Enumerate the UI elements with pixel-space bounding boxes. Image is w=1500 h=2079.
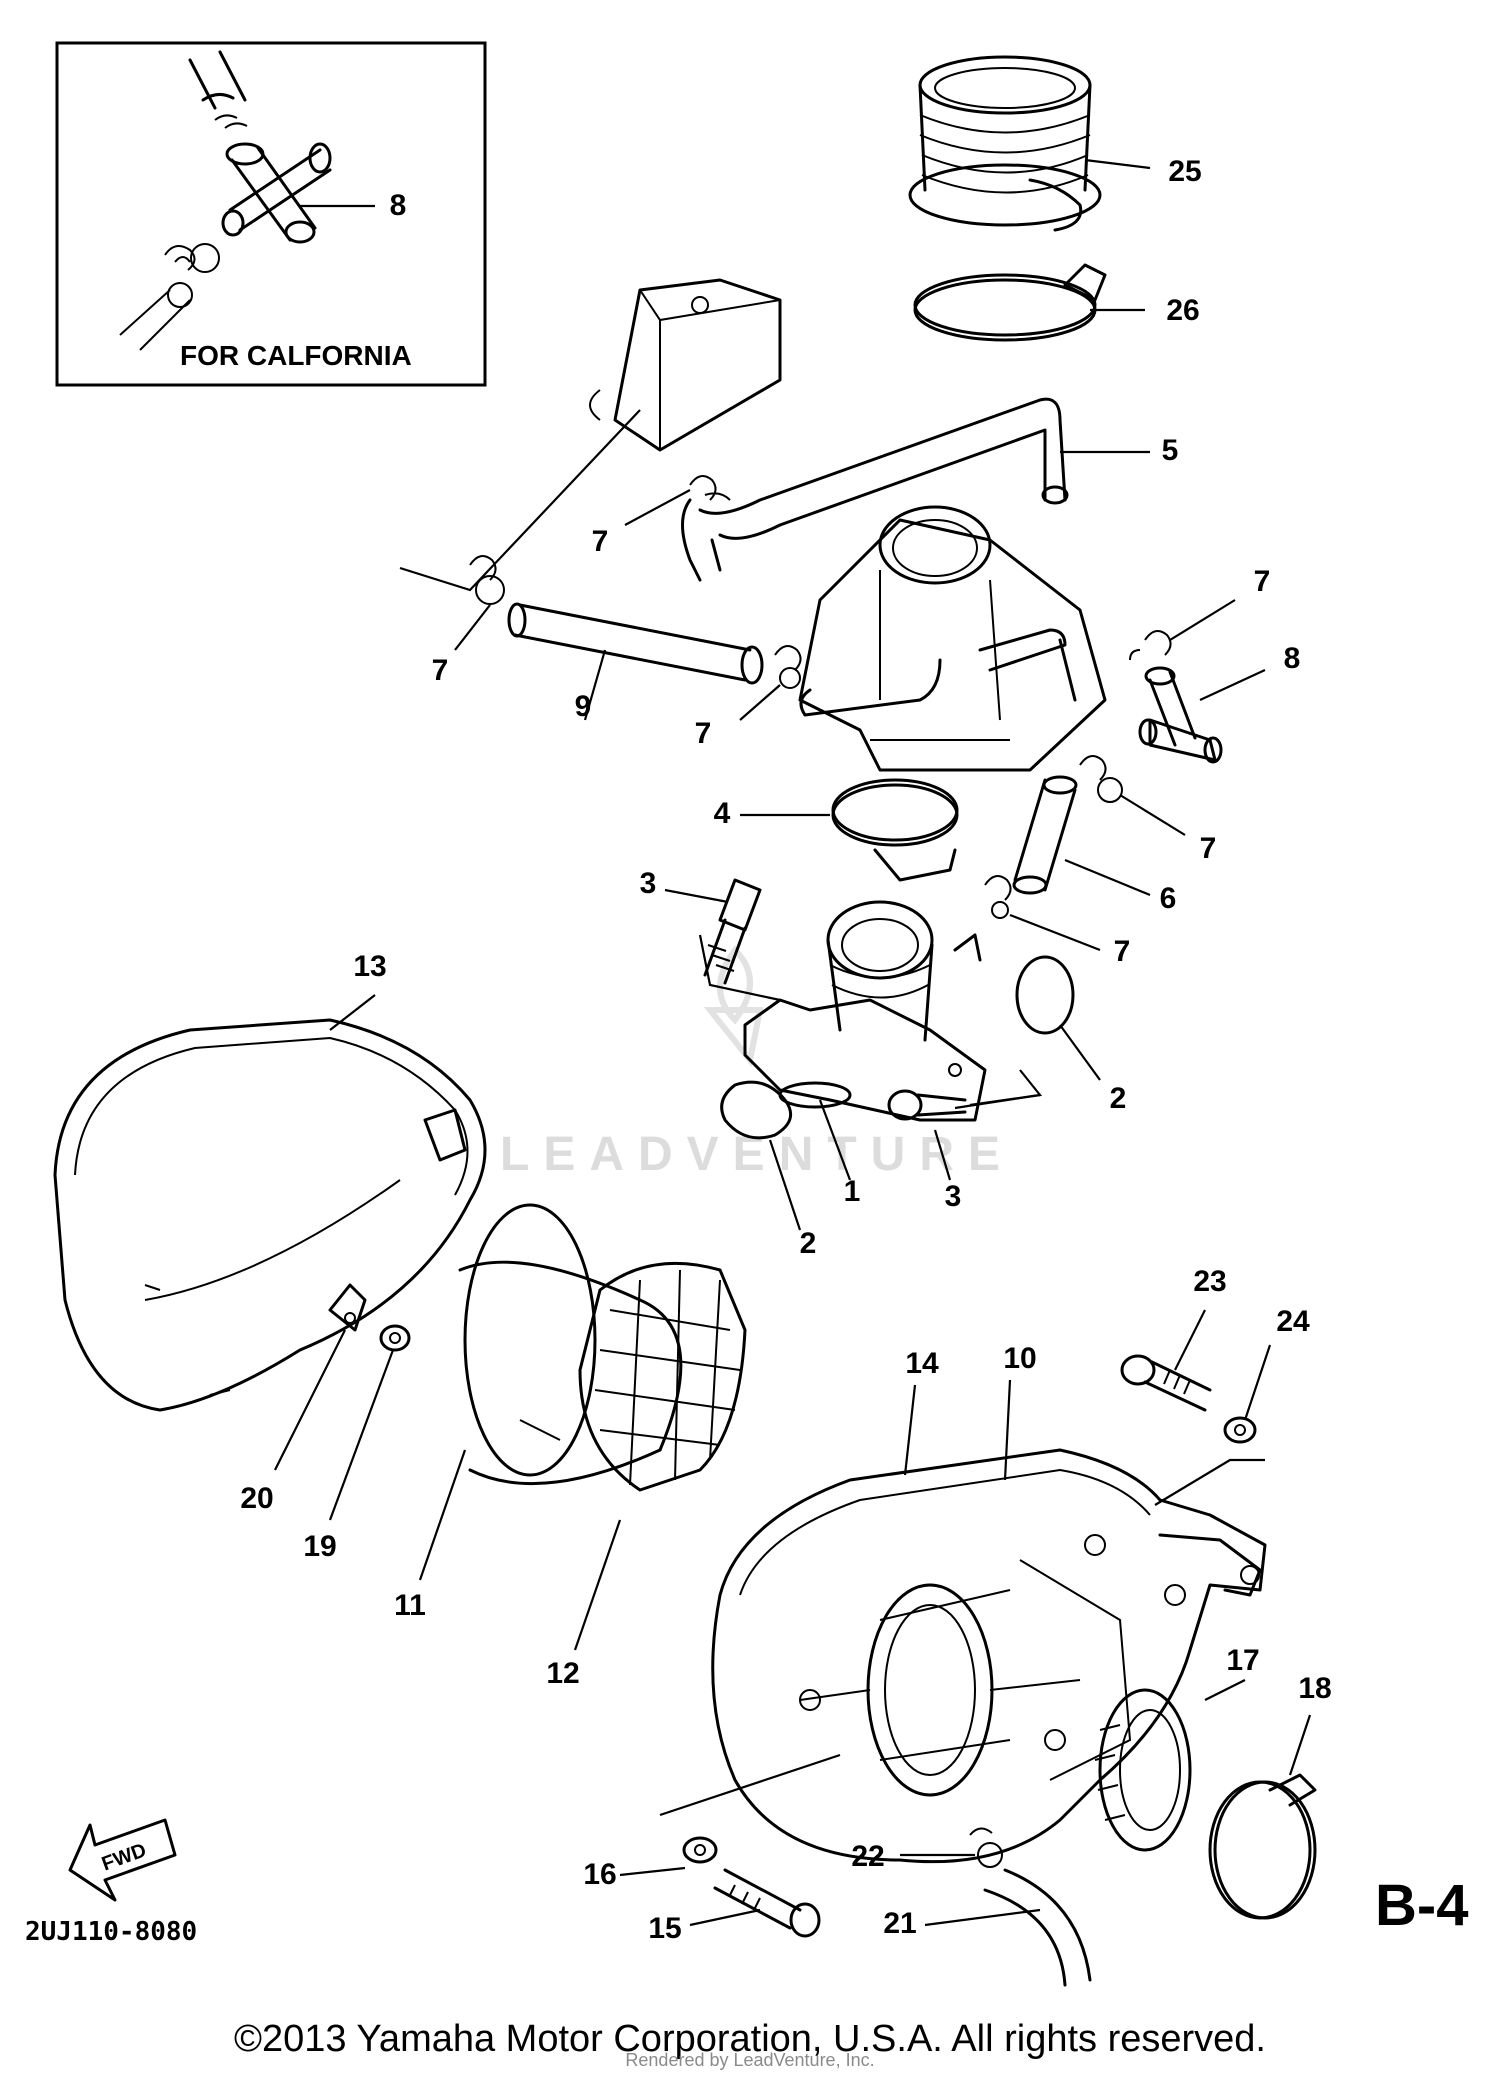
- inset-clamp: [119, 243, 220, 351]
- part-8-joint: [1138, 666, 1266, 764]
- copyright-notice: ©2013 Yamaha Motor Corporation, U.S.A. A…: [234, 2018, 1266, 2060]
- callout-16: 16: [583, 1858, 616, 1891]
- canister-box: [589, 278, 782, 452]
- part-6-hose: [1012, 775, 1151, 897]
- callout-9: 9: [575, 690, 592, 723]
- part-24-washer: [1223, 1344, 1272, 1444]
- part-25-joint: [908, 55, 1151, 232]
- part-4-clamp: [740, 778, 959, 882]
- part-3-bolt-upper: [664, 878, 781, 1002]
- callout-26: 26: [1166, 294, 1199, 327]
- part-23-bolt: [1120, 1309, 1212, 1412]
- callout-8: 8: [1284, 642, 1301, 675]
- fwd-arrow: FWD: [68, 1818, 177, 1902]
- callout-1: 1: [844, 1175, 861, 1208]
- part-26-clamp: [913, 263, 1145, 342]
- render-note: Rendered by LeadVenture, Inc.: [625, 2050, 875, 2070]
- part-17-joint: [1094, 1679, 1246, 1852]
- callout-7-a: 7: [432, 654, 449, 687]
- inset-hose-upper: [188, 50, 248, 129]
- clip-7-b: [624, 475, 731, 526]
- callout-7-b: 7: [592, 525, 609, 558]
- part-2-oring-right: [1015, 955, 1101, 1081]
- callout-3-lower: 3: [945, 1180, 962, 1213]
- part-5-hose: [681, 397, 1150, 582]
- callout-22: 22: [851, 1840, 884, 1873]
- part-15-bolt: [689, 1868, 821, 1938]
- part-10-case: [711, 1379, 1267, 1864]
- part-1-manifold: [743, 900, 987, 1181]
- part-11-filter: [418, 1203, 683, 1581]
- part-3-bolt-lower: [887, 1069, 1043, 1181]
- part-18-clamp: [1208, 1714, 1317, 1920]
- callout-2-lower: 2: [800, 1227, 817, 1260]
- callout-13: 13: [353, 950, 386, 983]
- callout-6: 6: [1160, 882, 1177, 915]
- part-12-screen: [573, 1261, 747, 1651]
- part-19-washer: [328, 1324, 411, 1521]
- fwd-arrow-label: FWD: [99, 1839, 149, 1875]
- callout-18: 18: [1298, 1672, 1331, 1705]
- callout-12: 12: [546, 1657, 579, 1690]
- clip-7-a: [399, 409, 641, 651]
- callout-8-inset: 8: [390, 189, 407, 222]
- clip-7-c: [739, 645, 802, 721]
- callout-20: 20: [240, 1482, 273, 1515]
- callout-2-right: 2: [1110, 1082, 1127, 1115]
- callout-7-c: 7: [695, 717, 712, 750]
- california-inset: 8 FOR CALFORNIA: [55, 41, 487, 387]
- part-20-bracket: [274, 1283, 367, 1471]
- callout-5: 5: [1162, 434, 1179, 467]
- part-2-oring-lower: [720, 1080, 802, 1231]
- callout-21: 21: [883, 1907, 916, 1940]
- part-21-hose: [924, 1868, 1092, 1987]
- part-16-washer: [619, 1753, 841, 1877]
- callout-14: 14: [905, 1347, 939, 1380]
- callout-7-d: 7: [1254, 565, 1271, 598]
- callout-23: 23: [1193, 1265, 1226, 1298]
- callout-24: 24: [1276, 1305, 1310, 1338]
- callout-19: 19: [303, 1530, 336, 1563]
- callout-15: 15: [648, 1912, 681, 1945]
- callout-4: 4: [714, 797, 731, 830]
- callout-17: 17: [1226, 1644, 1259, 1677]
- part-22-clip: [900, 1827, 1003, 1868]
- inset-caption: FOR CALFORNIA: [180, 340, 412, 371]
- page-code: B-4: [1375, 1873, 1468, 1938]
- callout-10: 10: [1003, 1342, 1036, 1375]
- callout-7-e: 7: [1200, 832, 1217, 865]
- inset-joint: [221, 142, 375, 244]
- clip-7-f: [984, 875, 1101, 952]
- part-13-cover: [53, 994, 487, 1412]
- callout-11: 11: [394, 1589, 426, 1622]
- callout-7-f: 7: [1114, 935, 1131, 968]
- callout-25: 25: [1168, 155, 1201, 188]
- carburetor: [798, 505, 1107, 772]
- watermark-logo: [703, 945, 764, 1067]
- part-9-hose: [507, 602, 764, 721]
- clip-7-d: [1129, 599, 1236, 661]
- diagram-code: 2UJ110-8080: [25, 1917, 197, 1947]
- callout-3-upper: 3: [640, 867, 657, 900]
- clip-7-e: [1079, 755, 1186, 836]
